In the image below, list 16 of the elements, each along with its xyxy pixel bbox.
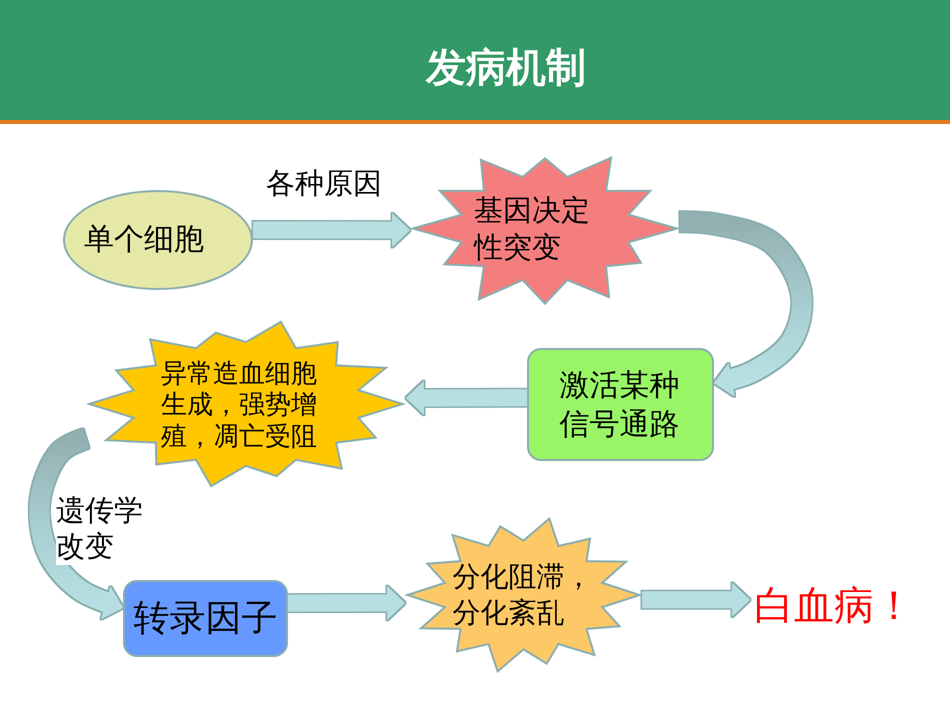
node-text: 激活某种信号通路 <box>560 366 680 444</box>
starburst-shape <box>405 515 642 675</box>
node-text: 异常造血细胞生成，强势增殖，凋亡受阻 <box>161 359 318 453</box>
node-text: 分化阻滞，分化紊乱 <box>452 558 594 631</box>
block-arrow <box>288 586 405 620</box>
block-arrow <box>406 380 528 415</box>
rounded-box <box>527 348 714 461</box>
node-text: 转录因子 <box>134 596 278 640</box>
rounded-box <box>123 580 288 657</box>
block-arrow <box>642 582 750 617</box>
starburst-shape <box>86 318 406 490</box>
title-text: 发病机制 <box>426 44 586 92</box>
node-text: 单个细胞 <box>84 222 204 258</box>
node-text: 基因决定性突变 <box>474 192 591 265</box>
result-text: 白血病！ <box>750 580 918 632</box>
block-arrow <box>253 213 410 248</box>
